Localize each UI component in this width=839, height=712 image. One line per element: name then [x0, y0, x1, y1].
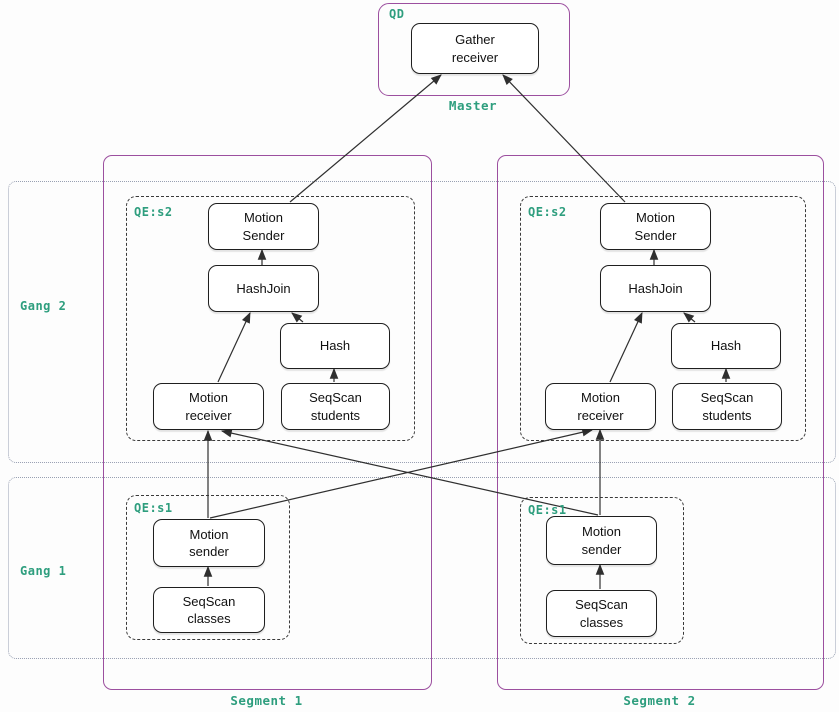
node-seqscan-students-seg1: SeqScan students: [281, 383, 390, 430]
node-motion-sender-s2-seg1: Motion Sender: [208, 203, 319, 250]
node-motion-sender-s2-seg2: Motion Sender: [600, 203, 711, 250]
node-hash-seg2: Hash: [671, 323, 781, 369]
segment1-qe-s1-label: QE:s1: [134, 501, 173, 515]
node-hash-seg1: Hash: [280, 323, 390, 369]
segment2-qe-s1-label: QE:s1: [528, 503, 567, 517]
edge-l-hash-to-hashjoin: [291, 312, 304, 323]
edge-r-motion-sender-to-gather: [502, 74, 626, 203]
segment2-qe-s2-box: [520, 196, 806, 441]
node-motion-receiver-seg1: Motion receiver: [153, 383, 264, 430]
segment2-caption: Segment 2: [623, 693, 696, 708]
qd-container: [378, 3, 570, 96]
node-seqscan-classes-seg2: SeqScan classes: [546, 590, 657, 637]
segment1-container: [103, 155, 432, 690]
node-motion-sender-s1-seg2: Motion sender: [546, 516, 657, 565]
node-motion-sender-s1-seg1: Motion sender: [153, 519, 265, 567]
segment1-qe-s2-label: QE:s2: [134, 205, 173, 219]
segment1-qe-s2-box: [126, 196, 415, 441]
edge-r-motion-receiver-to-hashjoin: [609, 312, 643, 383]
qd-label: QD: [389, 7, 405, 21]
segment1-caption: Segment 1: [230, 693, 303, 708]
segment2-qe-s1-box: [520, 497, 684, 644]
gang2-label: Gang 2: [20, 299, 67, 313]
gang1-band: [8, 477, 836, 659]
gang2-band: [8, 181, 836, 463]
master-caption: Master: [448, 98, 498, 113]
node-seqscan-students-seg2: SeqScan students: [672, 383, 782, 430]
edge-l-motion-receiver-to-hashjoin: [217, 312, 251, 383]
edge-l-motion-sender-to-gather: [289, 74, 442, 203]
edge-l-s1-motion-sender-to-r-receiver: [209, 427, 594, 519]
edge-r-s1-motion-sender-to-l-receiver: [220, 428, 599, 516]
node-hashjoin-seg2: HashJoin: [600, 265, 711, 312]
node-gather-receiver: Gather receiver: [411, 23, 539, 74]
segment2-qe-s2-label: QE:s2: [528, 205, 567, 219]
node-seqscan-classes-seg1: SeqScan classes: [153, 587, 265, 633]
edge-r-hash-to-hashjoin: [683, 312, 696, 323]
node-hashjoin-seg1: HashJoin: [208, 265, 319, 312]
segment2-container: [497, 155, 824, 690]
gang1-label: Gang 1: [20, 564, 67, 578]
node-motion-receiver-seg2: Motion receiver: [545, 383, 656, 430]
